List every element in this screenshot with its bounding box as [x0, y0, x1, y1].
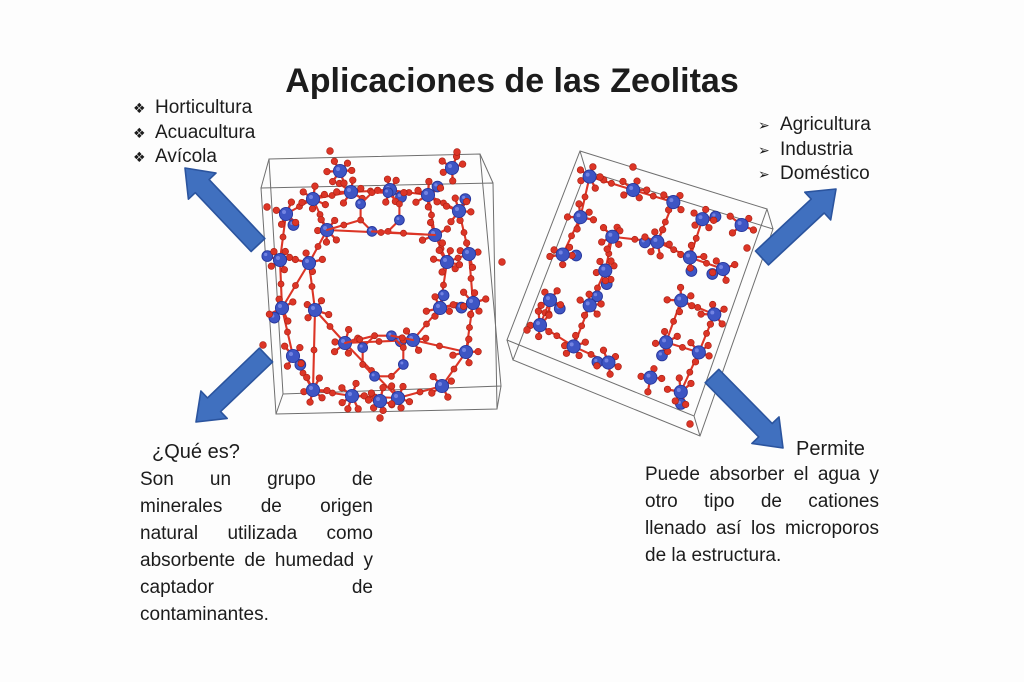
paragraph-line: otro tipo de cationes	[645, 491, 879, 512]
arrowhead-bullet-icon: ➢	[758, 141, 770, 158]
list-item-label: Industria	[780, 138, 853, 160]
arrow-up-left	[184, 167, 266, 253]
diamond-bullet-icon: ❖	[133, 124, 146, 141]
what-is-heading: ¿Qué es?	[152, 441, 240, 463]
applications-list-left: ❖ Horticultura ❖ Acuacultura ❖ Avícola	[133, 96, 255, 170]
list-item: ➢ Agricultura	[758, 113, 871, 138]
paragraph-line: natural utilizada como	[140, 523, 373, 544]
list-item: ➢ Industria	[758, 138, 871, 163]
paragraph-line: Son un grupo de	[140, 469, 373, 490]
list-item-label: Avícola	[155, 146, 217, 167]
paragraph-line: captador de	[140, 577, 373, 598]
paragraph-line: Puede absorber el agua y	[645, 464, 879, 485]
permits-paragraph: Puede absorber el agua y otro tipo de ca…	[645, 461, 879, 569]
diamond-bullet-icon: ❖	[133, 149, 146, 165]
paragraph-line: contaminantes.	[140, 604, 269, 625]
list-item-label: Doméstico	[780, 163, 870, 184]
list-item-label: Acuacultura	[155, 121, 256, 143]
zeolite-crystal-structure-tilted-view	[506, 150, 774, 437]
arrowhead-bullet-icon: ➢	[758, 166, 770, 182]
page-title: Aplicaciones de las Zeolitas	[285, 62, 739, 100]
arrowhead-bullet-icon: ➢	[758, 117, 770, 133]
applications-list-right: ➢ Agricultura ➢ Industria ➢ Doméstico	[758, 113, 871, 187]
zeolite-crystal-structure-front-view	[259, 147, 506, 422]
list-item: ➢ Doméstico	[758, 162, 871, 187]
paragraph-line: llenado así los microporos	[645, 518, 879, 539]
what-is-paragraph: Son un grupo de minerales de origen natu…	[140, 466, 373, 628]
arrow-down-right	[704, 368, 784, 449]
arrow-down-left	[195, 347, 274, 423]
list-item-label: Horticultura	[155, 97, 253, 118]
diamond-bullet-icon: ❖	[133, 100, 146, 116]
list-item: ❖ Acuacultura	[133, 121, 255, 146]
paragraph-line: absorbente de humedad y	[140, 550, 373, 571]
list-item-label: Agricultura	[780, 114, 871, 135]
arrow-up-right	[754, 188, 837, 266]
list-item: ❖ Avícola	[133, 145, 255, 170]
permits-heading: Permite	[796, 438, 865, 460]
paragraph-line: de la estructura.	[645, 545, 782, 566]
paragraph-line: minerales de origen	[140, 496, 373, 517]
list-item: ❖ Horticultura	[133, 96, 255, 121]
